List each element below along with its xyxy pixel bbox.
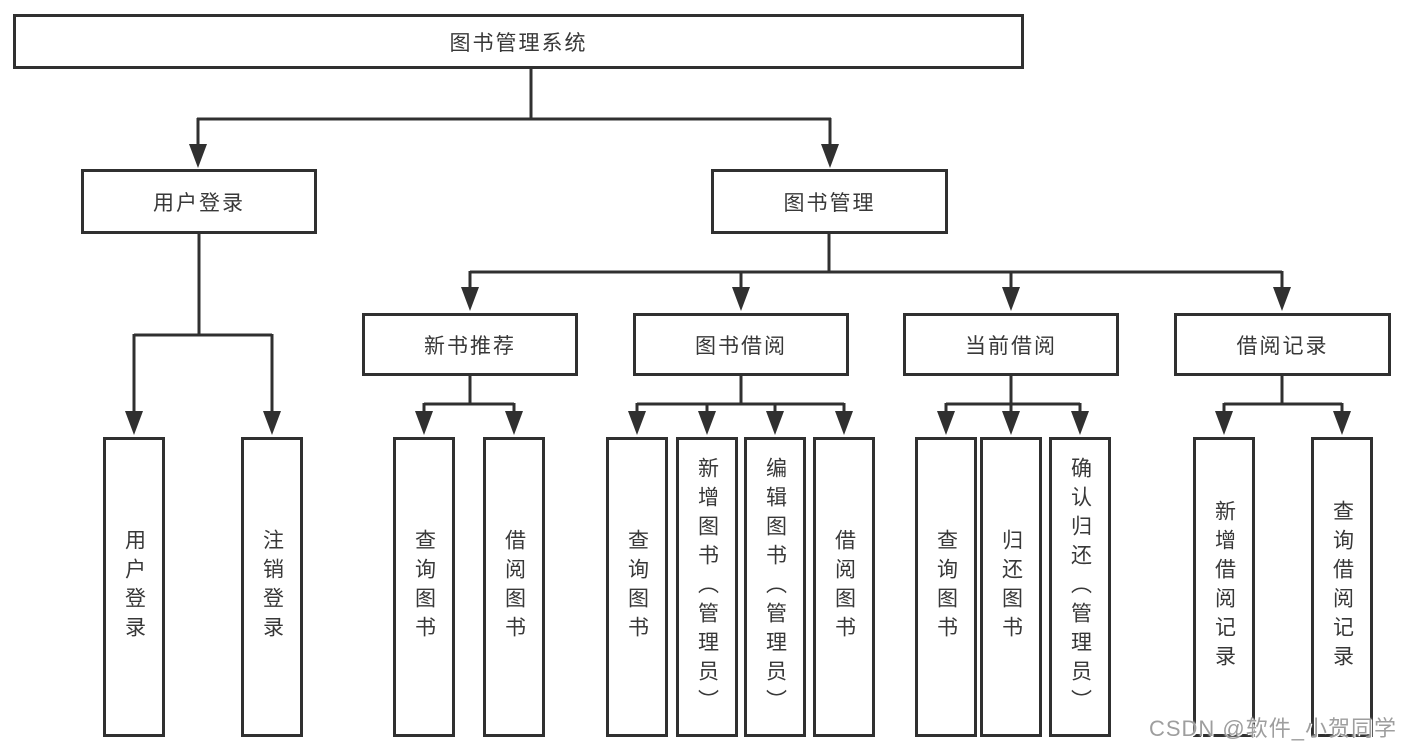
leaf-label: 编辑图书（管理员）	[763, 456, 787, 718]
branch-book-management-to-level3	[468, 233, 1284, 291]
node-user-login: 用户登录	[81, 169, 317, 234]
branch-borrow-record-to-leaves	[1222, 375, 1344, 415]
leaf-label: 查询图书	[625, 529, 649, 645]
leaf-label: 借阅图书	[502, 529, 526, 645]
leaf-query-books-borrowing: 查询图书	[606, 437, 668, 737]
arrow-down-icon	[698, 411, 716, 435]
arrow-down-icon	[415, 411, 433, 435]
leaf-add-books-admin: 新增图书（管理员）	[676, 437, 738, 737]
node-book-borrowing: 图书借阅	[633, 313, 849, 376]
branch-current-borrow-to-leaves	[944, 375, 1082, 415]
leaf-label: 新增图书（管理员）	[695, 456, 719, 718]
leaf-label: 确认归还（管理员）	[1068, 456, 1092, 718]
csdn-watermark: CSDN @软件_小贺同学	[1148, 716, 1397, 741]
arrow-down-icon	[1333, 411, 1351, 435]
arrow-down-icon	[766, 411, 784, 435]
branch-new-book-to-leaves	[422, 375, 516, 415]
leaf-label: 借阅图书	[832, 529, 856, 645]
node-borrowing-records: 借阅记录	[1174, 313, 1391, 376]
branch-user-login-to-leaves	[132, 233, 274, 415]
node-new-book-recommendation: 新书推荐	[362, 313, 578, 376]
leaf-label: 新增借阅记录	[1212, 500, 1236, 674]
arrow-down-icon	[628, 411, 646, 435]
leaf-return-books: 归还图书	[980, 437, 1042, 737]
leaf-user-login: 用户登录	[103, 437, 165, 737]
leaf-query-books-current: 查询图书	[915, 437, 977, 737]
leaf-label: 用户登录	[122, 529, 146, 645]
leaf-label: 注销登录	[260, 529, 284, 645]
arrow-down-icon	[821, 144, 839, 168]
arrowheads	[125, 144, 1351, 435]
arrow-down-icon	[937, 411, 955, 435]
arrow-down-icon	[125, 411, 143, 435]
arrow-down-icon	[461, 287, 479, 311]
arrow-down-icon	[263, 411, 281, 435]
arrow-down-icon	[1215, 411, 1233, 435]
leaf-label: 查询借阅记录	[1330, 500, 1354, 674]
leaf-query-books-recommend: 查询图书	[393, 437, 455, 737]
arrow-down-icon	[835, 411, 853, 435]
leaf-add-borrow-record: 新增借阅记录	[1193, 437, 1255, 737]
leaf-borrow-books-recommend: 借阅图书	[483, 437, 545, 737]
branch-book-borrow-to-leaves	[635, 375, 846, 415]
leaf-query-borrow-record: 查询借阅记录	[1311, 437, 1373, 737]
node-book-management: 图书管理	[711, 169, 948, 234]
leaf-label: 查询图书	[934, 529, 958, 645]
branch-root-to-level2	[196, 69, 832, 148]
arrow-down-icon	[1002, 287, 1020, 311]
arrow-down-icon	[1273, 287, 1291, 311]
node-library-management-system: 图书管理系统	[13, 14, 1024, 69]
arrow-down-icon	[505, 411, 523, 435]
leaf-borrow-books: 借阅图书	[813, 437, 875, 737]
leaf-label: 归还图书	[999, 529, 1023, 645]
node-current-borrowing: 当前借阅	[903, 313, 1119, 376]
leaf-edit-books-admin: 编辑图书（管理员）	[744, 437, 806, 737]
arrow-down-icon	[1002, 411, 1020, 435]
arrow-down-icon	[732, 287, 750, 311]
leaf-label: 查询图书	[412, 529, 436, 645]
leaf-logout: 注销登录	[241, 437, 303, 737]
arrow-down-icon	[189, 144, 207, 168]
arrow-down-icon	[1071, 411, 1089, 435]
leaf-confirm-return-admin: 确认归还（管理员）	[1049, 437, 1111, 737]
